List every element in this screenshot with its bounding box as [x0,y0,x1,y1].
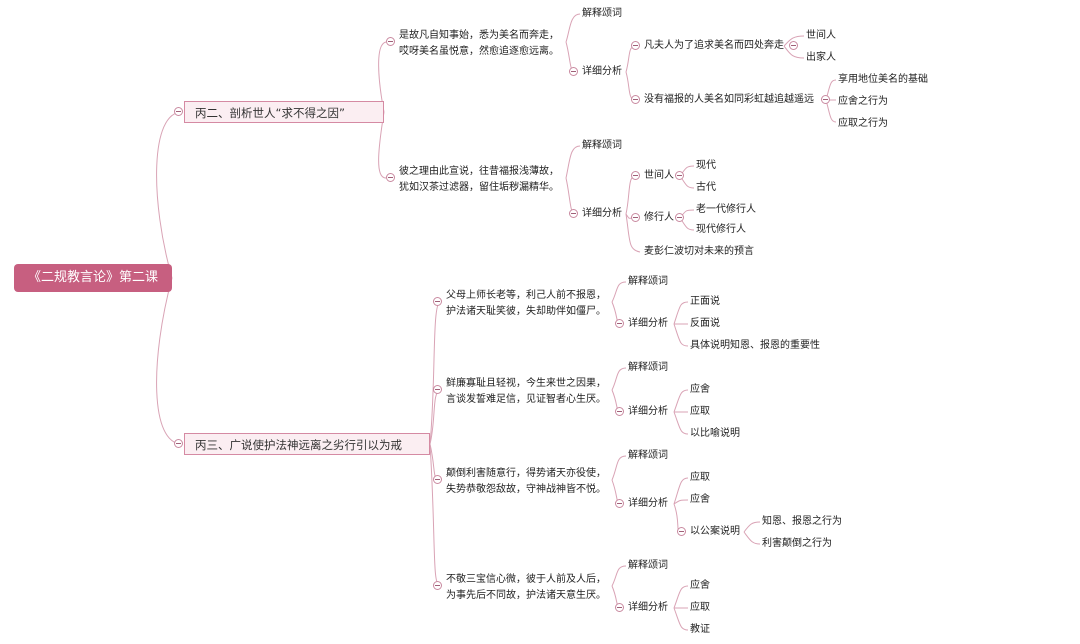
branch-1-topic[interactable]: 丙二、剖析世人“求不得之因” [184,101,384,123]
explain-node[interactable]: 解释颂词 [628,560,668,571]
leaf-node[interactable]: 以比喻说明 [690,428,740,439]
leaf-node[interactable]: 应舍之行为 [838,96,888,107]
analysis-node[interactable]: 修行人 [644,212,674,223]
collapse-toggle-icon[interactable] [569,209,578,218]
leaf-node[interactable]: 具体说明知恩、报恩的重要性 [690,340,820,351]
collapse-toggle-icon[interactable] [433,581,442,590]
detail-node[interactable]: 详细分析 [582,66,622,77]
collapse-toggle-icon[interactable] [677,527,686,536]
detail-node[interactable]: 详细分析 [628,602,668,613]
leaf-node[interactable]: 教证 [690,624,710,635]
leaf-node[interactable]: 现代 [696,160,716,171]
explain-node[interactable]: 解释颂词 [582,140,622,151]
leaf-node[interactable]: 现代修行人 [696,224,746,235]
leaf-node[interactable]: 应取 [690,602,710,613]
collapse-toggle-icon[interactable] [174,107,183,116]
explain-node[interactable]: 解释颂词 [628,362,668,373]
leaf-node[interactable]: 应取 [690,406,710,417]
collapse-toggle-icon[interactable] [631,41,640,50]
detail-node[interactable]: 详细分析 [628,406,668,417]
leaf-node[interactable]: 应取之行为 [838,118,888,129]
explain-node[interactable]: 解释颂词 [582,8,622,19]
leaf-node[interactable]: 应取 [690,472,710,483]
leaf-node[interactable]: 利害颠倒之行为 [762,538,832,549]
leaf-node[interactable]: 正面说 [690,296,720,307]
collapse-toggle-icon[interactable] [433,297,442,306]
analysis-node[interactable]: 以公案说明 [690,526,740,537]
leaf-node[interactable]: 享用地位美名的基础 [838,74,928,85]
collapse-toggle-icon[interactable] [615,603,624,612]
leaf-node[interactable]: 应舍 [690,580,710,591]
collapse-toggle-icon[interactable] [789,41,798,50]
leaf-node[interactable]: 出家人 [806,52,836,63]
collapse-toggle-icon[interactable] [615,499,624,508]
leaf-node[interactable]: 知恩、报恩之行为 [762,516,842,527]
collapse-toggle-icon[interactable] [569,67,578,76]
leaf-node[interactable]: 反面说 [690,318,720,329]
analysis-node[interactable]: 凡夫人为了追求美名而四处奔走 [644,40,784,51]
collapse-toggle-icon[interactable] [433,475,442,484]
collapse-toggle-icon[interactable] [631,213,640,222]
verse-node[interactable]: 颠倒利害随意行，得势诸天亦役使，失势恭敬怨敌故，守神战神皆不悦。 [446,468,606,495]
collapse-toggle-icon[interactable] [386,173,395,182]
detail-node[interactable]: 详细分析 [628,318,668,329]
detail-node[interactable]: 详细分析 [582,208,622,219]
analysis-node[interactable]: 世间人 [644,170,674,181]
collapse-toggle-icon[interactable] [675,213,684,222]
collapse-toggle-icon[interactable] [821,95,830,104]
collapse-toggle-icon[interactable] [615,407,624,416]
verse-node[interactable]: 父母上师长老等，利己人前不报恩，护法诸天耻笑彼，失却助伴如僵尸。 [446,290,606,317]
verse-node[interactable]: 鲜廉寡耻且轻视，今生来世之因果，言谈发誓难足信，见证智者心生厌。 [446,378,606,405]
branch-2-topic[interactable]: 丙三、广说使护法神远离之劣行引以为戒 [184,433,430,455]
verse-node[interactable]: 不敬三宝信心微，彼于人前及人后，为事先后不同故，护法诸天意生厌。 [446,574,606,601]
collapse-toggle-icon[interactable] [174,439,183,448]
root-topic[interactable]: 《二规教言论》第二课 [14,264,172,292]
collapse-toggle-icon[interactable] [631,95,640,104]
leaf-node[interactable]: 古代 [696,182,716,193]
leaf-node[interactable]: 老一代修行人 [696,204,756,215]
verse-node[interactable]: 是故凡自知事始，悉为美名而奔走，哎呀美名虽悦意，然愈追逐愈远离。 [399,30,559,57]
analysis-node[interactable]: 麦彭仁波切对未来的预言 [644,246,754,257]
collapse-toggle-icon[interactable] [675,171,684,180]
leaf-node[interactable]: 世间人 [806,30,836,41]
explain-node[interactable]: 解释颂词 [628,276,668,287]
verse-node[interactable]: 彼之理由此宣说，往昔福报浅薄故，犹如汉茶过滤器，留住垢秽漏精华。 [399,166,559,193]
analysis-node[interactable]: 没有福报的人美名如同彩虹越追越遥远 [644,94,814,105]
collapse-toggle-icon[interactable] [386,37,395,46]
leaf-node[interactable]: 应舍 [690,494,710,505]
collapse-toggle-icon[interactable] [615,319,624,328]
leaf-node[interactable]: 应舍 [690,384,710,395]
collapse-toggle-icon[interactable] [433,385,442,394]
collapse-toggle-icon[interactable] [631,171,640,180]
explain-node[interactable]: 解释颂词 [628,450,668,461]
detail-node[interactable]: 详细分析 [628,498,668,509]
